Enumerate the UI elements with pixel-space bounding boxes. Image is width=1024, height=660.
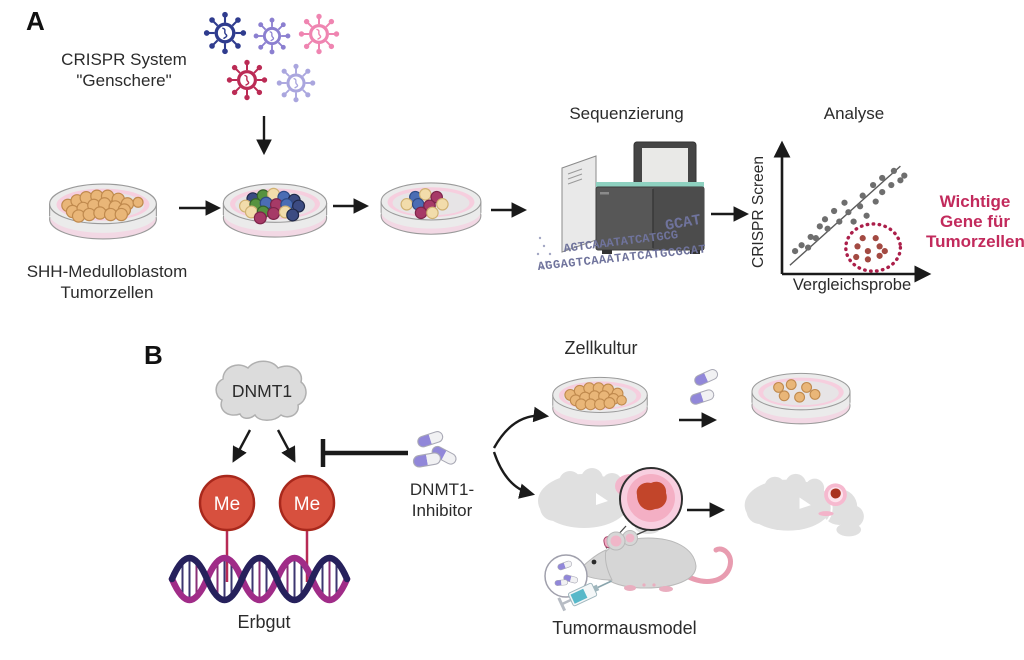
small-tumor: [830, 488, 841, 499]
tumor-cells: [61, 189, 144, 223]
me-label: Me: [294, 494, 320, 515]
scatter-plot: CRISPR Screen Vergleichsprobe: [750, 140, 932, 294]
virus-icon: [202, 10, 248, 56]
arrow-down: [256, 116, 272, 156]
cell-culture-label: Zellkultur: [564, 338, 638, 358]
petri-dish-selected-cells-icon: [374, 170, 488, 250]
petri-dish-culture-after-icon: [745, 358, 857, 442]
syringe-icon: [557, 580, 612, 612]
start-dish-label-line2: Tumorzellen: [60, 282, 154, 302]
analysis-title: Analyse: [823, 104, 885, 123]
dna-letters: GCAT AGTCAAATATCATGCG AGGAGTCAAATATCATGC…: [536, 212, 707, 274]
inhibition-tbar: [320, 439, 408, 467]
arrow-right: [179, 200, 222, 216]
arrow-right: [491, 202, 528, 218]
methyl-circle: [198, 474, 256, 532]
arrow-right: [333, 198, 370, 214]
arrow-right: [687, 502, 726, 518]
crispr-system-label: CRISPR System "Genschere": [48, 50, 200, 91]
start-dish-label: SHH-Medulloblastom Tumorzellen: [12, 262, 202, 303]
mouse-model-label: Tumormausmodel: [552, 618, 697, 638]
tumor-magnifier-icon: [619, 467, 683, 531]
dnmt1-label: DNMT1: [232, 381, 292, 401]
curved-arrow-down: [492, 451, 536, 499]
mouse-icon: [576, 530, 733, 592]
x-axis-label: Vergleichsprobe: [793, 276, 911, 294]
petri-dish-crispr-cells-icon: [216, 170, 334, 254]
methyl-circle: [278, 474, 336, 532]
methyl-groups: Me Me: [198, 474, 336, 582]
arrow-right: [679, 412, 718, 428]
curved-arrow-up: [492, 406, 550, 449]
scatter-dots-layer: [789, 165, 908, 273]
brain-after-treatment-icon: [742, 472, 876, 542]
sequencing-label: Sequenzierung: [569, 104, 684, 123]
tumor-cells: [564, 382, 627, 411]
dna-helix-icon: [168, 555, 351, 603]
pills-circle-icon: [544, 554, 588, 598]
panel-b-label: B: [144, 340, 163, 370]
genome-label: Erbgut: [237, 612, 291, 632]
virus-icon: [275, 62, 317, 104]
methylation-arrows: [232, 429, 296, 463]
panel-a-label: A: [26, 6, 45, 36]
tumor-core: [636, 481, 667, 511]
important-genes-annotation: Wichtige Gene für Tumorzellen: [926, 192, 1024, 252]
inhibitor-pills-icon: [411, 429, 459, 469]
dna-sequence-line1: GCAT: [664, 212, 702, 235]
mouse-tail: [677, 546, 733, 584]
virus-icon: [252, 16, 292, 56]
mixed-cells: [239, 187, 306, 225]
petri-dish-tumor-cells-icon: [42, 166, 164, 260]
inhibitor-label: DNMT1- Inhibitor: [409, 480, 475, 520]
petri-dish-culture-before-icon: [546, 360, 654, 446]
crispr-system-label-line1: CRISPR System: [61, 50, 187, 69]
arrow-right: [711, 206, 750, 222]
virus-icon: [225, 58, 269, 102]
reduced-tumor-cells: [773, 379, 821, 403]
y-axis-label: CRISPR Screen: [750, 156, 767, 268]
virus-icon: [297, 12, 341, 56]
dnmt1-protein-cloud: DNMT1: [215, 360, 307, 421]
mouse-eye: [591, 559, 597, 565]
crispr-system-label-line2: "Genschere": [76, 70, 172, 90]
sequencer-icon: [561, 141, 705, 254]
start-dish-label-line1: SHH-Medulloblastom: [26, 262, 188, 281]
selected-cells: [400, 188, 449, 220]
me-label: Me: [214, 494, 240, 515]
